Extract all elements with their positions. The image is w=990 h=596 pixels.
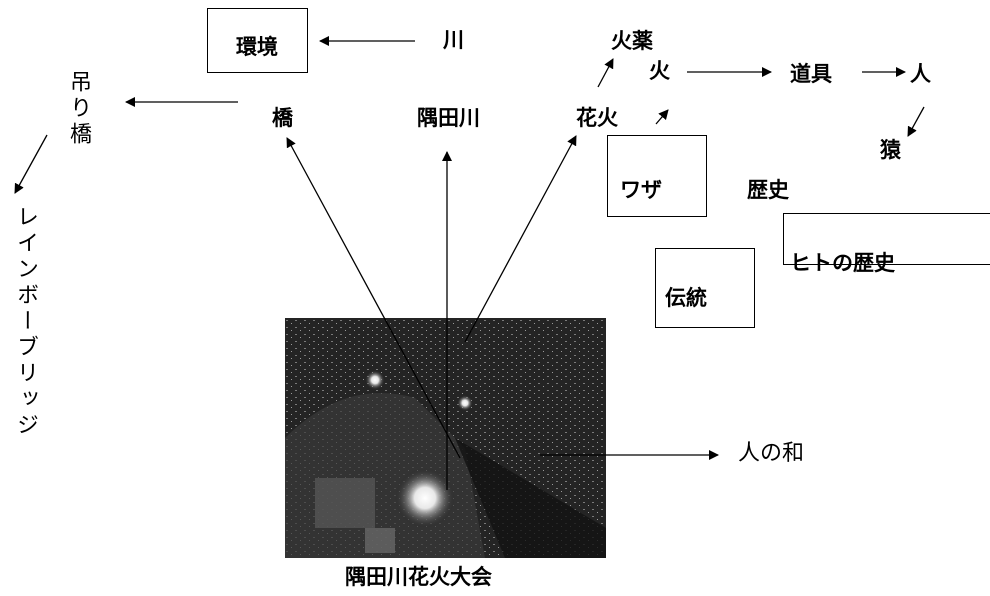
photo-caption: 隅田川花火大会 — [345, 565, 492, 589]
arrow-hito-to-saru — [907, 106, 925, 137]
node-dougu: 道具 — [790, 62, 832, 86]
node-rekishi: 歴史 — [747, 178, 789, 202]
node-hito-no-rekishi: ヒトの歴史 — [790, 251, 895, 275]
arrow-photo-to-hanabi — [464, 135, 577, 343]
node-dentou: 伝統 — [665, 286, 707, 310]
node-hi: 火 — [649, 59, 670, 83]
node-hito-no-wa: 人の和 — [738, 441, 805, 466]
arrow-hanabi-to-hi — [655, 109, 669, 125]
dentou-box — [655, 248, 755, 328]
node-waza: ワザ — [620, 178, 662, 202]
node-kayaku: 火薬 — [611, 29, 653, 53]
node-hashi: 橋 — [272, 106, 293, 130]
node-hito: 人 — [910, 62, 931, 86]
hito-no-rekishi-box — [783, 213, 990, 265]
node-kawa: 川 — [443, 28, 464, 52]
arrow-hanabi-to-kayaku — [597, 58, 614, 88]
waza-box — [607, 135, 707, 217]
arrow-photo-to-hashi — [286, 137, 461, 459]
node-kankyo: 環境 — [236, 35, 278, 59]
arrow-tsuribashi-to-rainbow — [14, 134, 48, 194]
node-tsuribashi: 吊り橋 — [66, 70, 91, 148]
fireworks-photo — [285, 318, 606, 558]
node-hanabi: 花火 — [576, 106, 618, 130]
node-saru: 猿 — [880, 138, 901, 162]
node-sumidagawa: 隅田川 — [417, 106, 480, 130]
node-rainbow-bridge: レインボーブリッジ — [13, 205, 38, 439]
kankyo-box — [207, 8, 308, 73]
